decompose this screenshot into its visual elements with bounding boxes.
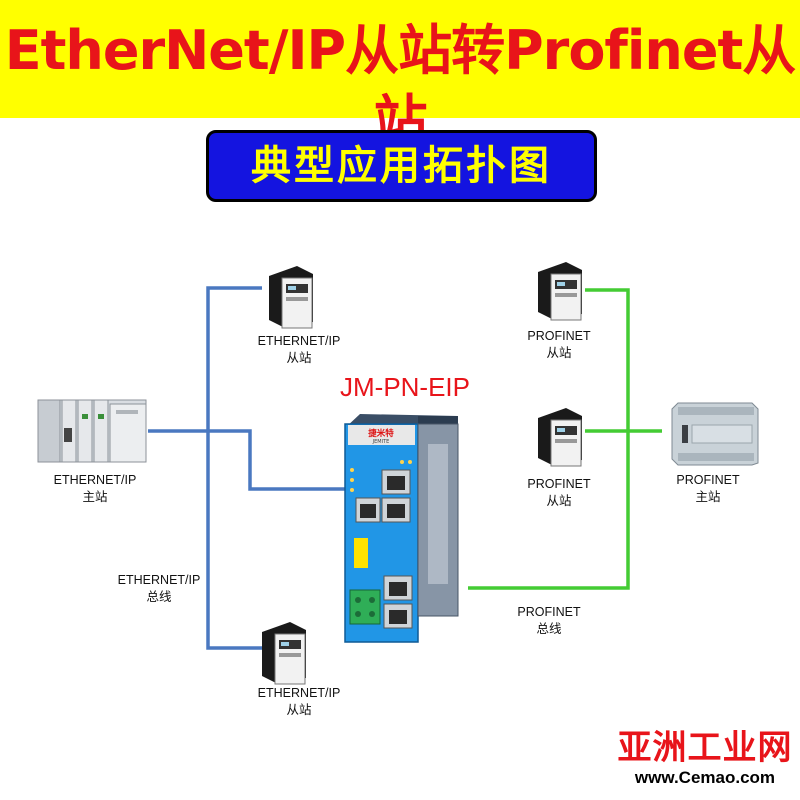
gateway-device-icon: 捷米特 JEMITE <box>344 414 459 643</box>
eip-slave-bottom-label: ETHERNET/IP 从站 <box>234 685 364 719</box>
eip-master-plc-icon <box>37 399 147 463</box>
pn-bus-label-line1: PROFINET <box>517 605 581 619</box>
eip-master-label: ETHERNET/IP 主站 <box>30 472 160 506</box>
eip-slave-bottom-drive-icon <box>262 622 306 685</box>
pn-slave-top-label: PROFINET 从站 <box>494 328 624 362</box>
pn-bus-trunk <box>468 288 630 590</box>
gateway-brand-text: 捷米特 <box>368 428 394 439</box>
subtitle: 典型应用拓扑图 <box>251 143 552 189</box>
page-title: EtherNet/IP从站转Profinet从站 <box>4 19 797 152</box>
pn-slave-top-label-line2: 从站 <box>546 346 572 360</box>
eip-master-label-line1: ETHERNET/IP <box>53 473 137 487</box>
eip-slave-top-label: ETHERNET/IP 从站 <box>234 333 364 367</box>
gateway-brand-en-text: JEMITE <box>372 439 390 445</box>
eip-bus-trunk <box>206 286 262 650</box>
pn-slave-mid-drive-icon <box>538 408 582 467</box>
pn-master-label: PROFINET 主站 <box>643 472 773 506</box>
eip-slave-top-label-line1: ETHERNET/IP <box>257 334 341 348</box>
pn-bus-label: PROFINET 总线 <box>484 604 614 638</box>
pn-slave-top-drive-icon <box>538 262 582 321</box>
pn-slave-top-label-line1: PROFINET <box>527 329 591 343</box>
eip-slave-top-drive-icon <box>269 266 313 329</box>
pn-slave-mid-label-line2: 从站 <box>546 494 572 508</box>
eip-master-label-line2: 主站 <box>82 490 108 504</box>
eip-slave-bottom-label-line1: ETHERNET/IP <box>257 686 341 700</box>
eip-bus-label-line1: ETHERNET/IP <box>117 573 201 587</box>
pn-bus-label-line2: 总线 <box>536 622 562 636</box>
ethernet-ip-bus-lines <box>148 286 355 650</box>
subtitle-box: 典型应用拓扑图 <box>206 130 597 202</box>
eip-bus-label-line2: 总线 <box>146 590 172 604</box>
profinet-bus-lines <box>468 288 662 590</box>
eip-gateway-link <box>208 429 355 491</box>
gateway-model-label: JM-PN-EIP <box>340 372 470 402</box>
pn-master-plc-icon <box>671 402 759 466</box>
watermark-logo: 亚洲工业网 www.Cemao.com <box>612 728 798 788</box>
pn-master-label-line2: 主站 <box>695 490 721 504</box>
eip-slave-bottom-label-line2: 从站 <box>286 703 312 717</box>
watermark-cn: 亚洲工业网 <box>617 728 793 768</box>
header-band <box>0 0 800 118</box>
pn-slave-mid-label: PROFINET 从站 <box>494 476 624 510</box>
watermark-url: www.Cemao.com <box>634 768 776 787</box>
pn-slave-mid-label-line1: PROFINET <box>527 477 591 491</box>
eip-slave-top-label-line2: 从站 <box>286 351 312 365</box>
pn-master-label-line1: PROFINET <box>676 473 740 487</box>
eip-bus-label: ETHERNET/IP 总线 <box>94 572 224 606</box>
